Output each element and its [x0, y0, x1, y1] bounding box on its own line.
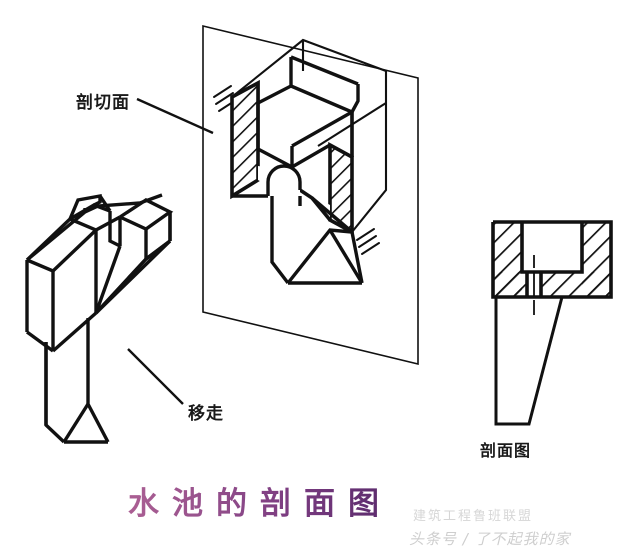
- iso-drain-boss: [266, 164, 302, 196]
- label-cutting-plane: 剖切面: [76, 93, 130, 113]
- iso-outer-body-far: [231, 38, 388, 233]
- plane-glass-marks-right: [356, 228, 380, 255]
- section-outline: [491, 220, 613, 299]
- section-cavity: [522, 222, 582, 272]
- iso-cavity-bottom: [256, 103, 354, 169]
- section-bottom-hatch: [493, 272, 611, 297]
- leader-cutting-plane: [136, 97, 214, 135]
- label-removed: 移走: [188, 404, 224, 424]
- cutting-plane-shape: [202, 24, 419, 366]
- leader-removed: [127, 348, 184, 405]
- iso-basin-bottom-edge: [232, 188, 354, 234]
- page-title: 水池的剖面图: [128, 478, 392, 523]
- section-leg: [494, 296, 564, 426]
- iso-right-cut-wall: [328, 141, 354, 236]
- iso-pedestal-leg: [270, 190, 364, 285]
- cut-object-isometric: [230, 38, 388, 285]
- removed-half-isometric: [25, 193, 174, 444]
- label-section-view: 剖面图: [480, 441, 532, 460]
- orthographic-section: [491, 220, 613, 426]
